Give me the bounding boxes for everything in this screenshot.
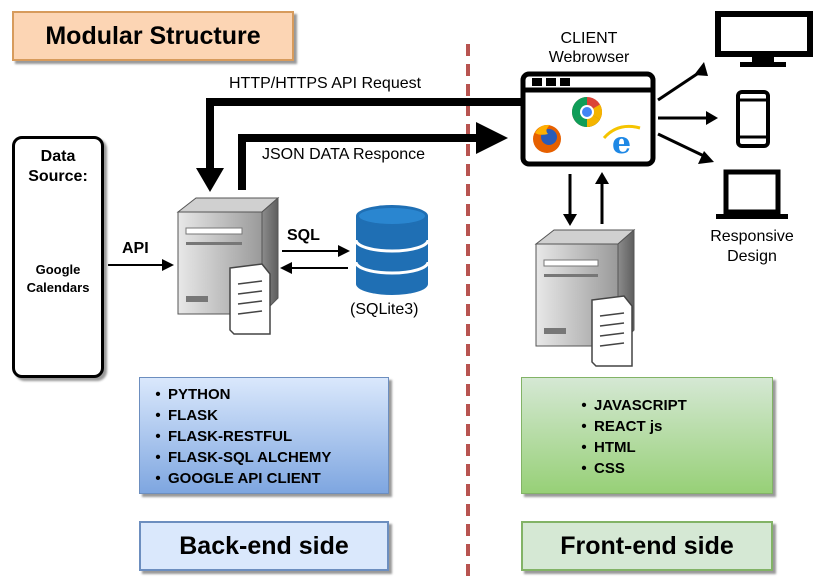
data-source-subtitle: Google Calendars bbox=[15, 261, 101, 297]
diagram-title: Modular Structure bbox=[12, 11, 294, 61]
frontend-tech-list: JAVASCRIPT REACT js HTML CSS bbox=[521, 377, 773, 494]
responsive-design-label: Responsive Design bbox=[697, 227, 807, 267]
backend-tech-item: GOOGLE API CLIENT bbox=[148, 468, 331, 489]
backend-tech-list: PYTHON FLASK FLASK-RESTFUL FLASK-SQL ALC… bbox=[139, 377, 389, 494]
api-label: API bbox=[122, 240, 149, 257]
laptop-icon bbox=[716, 169, 788, 219]
desktop-monitor-icon bbox=[715, 11, 813, 67]
frontend-server-icon bbox=[534, 228, 636, 367]
backend-tech-item: PYTHON bbox=[148, 384, 331, 405]
api-arrow bbox=[108, 259, 174, 271]
frontend-tech-item: CSS bbox=[574, 458, 687, 479]
frontend-side-label: Front-end side bbox=[521, 521, 773, 571]
svg-text:e: e bbox=[612, 126, 631, 161]
data-source-title-line1: Data bbox=[40, 148, 76, 165]
backend-tech-item: FLASK-RESTFUL bbox=[148, 426, 331, 447]
mobile-phone-icon bbox=[736, 90, 770, 148]
database-icon bbox=[354, 205, 430, 295]
data-source-title-line2: Source: bbox=[28, 168, 88, 185]
backend-tech-item: FLASK-SQL ALCHEMY bbox=[148, 447, 331, 468]
chrome-icon bbox=[571, 97, 603, 128]
sql-label: SQL bbox=[287, 227, 320, 244]
responsive-label-line2: Design bbox=[727, 248, 777, 265]
ie-icon: e bbox=[602, 124, 641, 161]
backend-server-icon bbox=[176, 196, 280, 335]
http-request-arrow bbox=[196, 98, 524, 192]
client-label-line1: CLIENT bbox=[560, 30, 618, 47]
data-source-sub-line1: Google bbox=[35, 262, 81, 277]
sql-arrows bbox=[280, 245, 350, 274]
client-server-arrows bbox=[563, 172, 609, 226]
client-label: CLIENT Webrowser bbox=[536, 29, 642, 67]
firefox-icon bbox=[533, 124, 561, 153]
data-source-sub-line2: Calendars bbox=[26, 280, 90, 295]
json-response-label: JSON DATA Responce bbox=[262, 146, 426, 163]
backend-side-label: Back-end side bbox=[139, 521, 389, 571]
frontend-tech-item: REACT js bbox=[574, 416, 687, 437]
sqlite-label: (SQLite3) bbox=[350, 301, 419, 318]
client-label-line2: Webrowser bbox=[548, 49, 630, 66]
http-request-label: HTTP/HTTPS API Request bbox=[229, 75, 422, 92]
responsive-label-line1: Responsive bbox=[710, 228, 794, 245]
data-source-title: Data Source: bbox=[15, 147, 101, 187]
frontend-tech-item: JAVASCRIPT bbox=[574, 395, 687, 416]
data-source-box: Data Source: Google Calendars bbox=[12, 136, 104, 378]
device-arrows bbox=[657, 62, 718, 164]
backend-tech-item: FLASK bbox=[148, 405, 331, 426]
json-response-arrow bbox=[238, 122, 508, 190]
frontend-tech-item: HTML bbox=[574, 437, 687, 458]
